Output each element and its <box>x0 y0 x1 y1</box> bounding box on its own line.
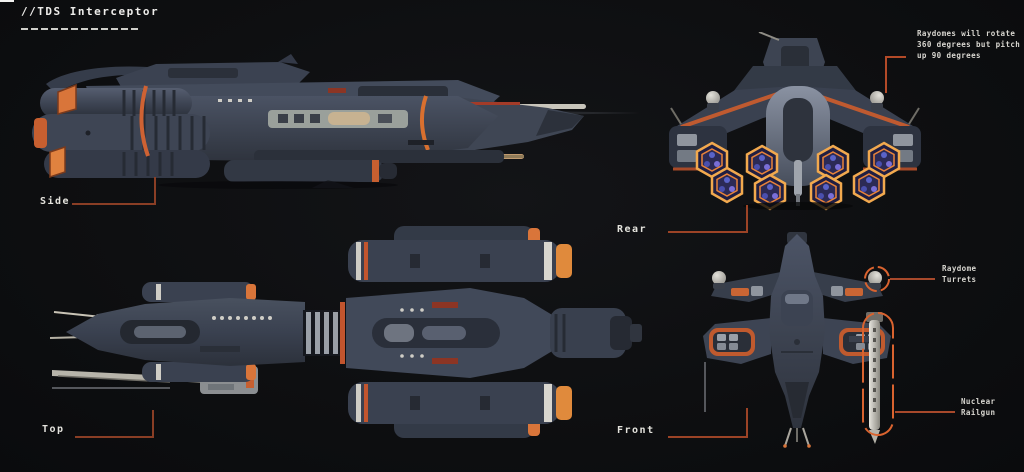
side-view-label: Side <box>40 196 71 207</box>
side-lower-boom <box>224 150 504 188</box>
raydome-turrets-note-line1: Raydome <box>942 264 977 273</box>
front-view-label: Front <box>617 425 655 436</box>
top-lower-nacelles <box>348 382 572 438</box>
rear-top-tower <box>733 32 857 92</box>
rear-view-label: Rear <box>617 224 648 235</box>
raydome-note-bracket-line <box>885 56 906 93</box>
title-dashed-underline <box>21 28 138 30</box>
top-main-engines <box>550 308 642 358</box>
raydome-turrets-note: Raydome Turrets <box>942 263 976 285</box>
top-callout-line <box>75 410 154 438</box>
nuclear-railgun-note-line2: Railgun <box>961 408 996 417</box>
nuclear-railgun-note: Nuclear Railgun <box>961 396 995 418</box>
side-equipment-deck <box>268 110 408 128</box>
nuclear-railgun-note-line1: Nuclear <box>961 397 996 406</box>
corner-mark <box>0 0 14 2</box>
front-fuselage <box>769 232 825 428</box>
side-greebles <box>218 88 434 145</box>
side-callout-line <box>72 177 156 205</box>
rear-callout-line <box>668 205 748 233</box>
top-upper-nacelles <box>348 226 572 282</box>
side-main-hull <box>168 96 498 162</box>
ship-top-view-render <box>50 226 642 438</box>
top-fore-pods <box>142 282 256 382</box>
top-fore-hull <box>66 298 305 366</box>
railgun-highlight-capsule <box>862 312 894 436</box>
rear-center-cowl <box>766 86 830 206</box>
front-lower-antennas <box>704 362 811 448</box>
raydome-rotation-note-line3: up 90 degrees <box>917 51 981 60</box>
ship-side-view-render <box>32 54 640 189</box>
top-ribbed-bridge <box>303 302 345 364</box>
raydome-rotation-note: Raydomes will rotate 360 degrees but pit… <box>917 28 1020 61</box>
raydome-highlight-circle <box>864 266 890 292</box>
top-rear-hull <box>346 288 554 378</box>
raydome-rotation-note-line2: 360 degrees but pitch <box>917 40 1021 49</box>
side-engine-cylinders <box>32 88 210 178</box>
raydome-turrets-note-line2: Turrets <box>942 275 977 284</box>
ship-rear-view-render <box>667 32 923 211</box>
ship-front-view-render <box>703 232 891 448</box>
top-view-label: Top <box>42 424 65 435</box>
front-callout-line <box>668 408 748 438</box>
raydome-rotation-note-line1: Raydomes will rotate <box>917 29 1016 38</box>
side-orange-clamps <box>34 83 430 179</box>
page-title: //TDS Interceptor <box>21 5 160 18</box>
